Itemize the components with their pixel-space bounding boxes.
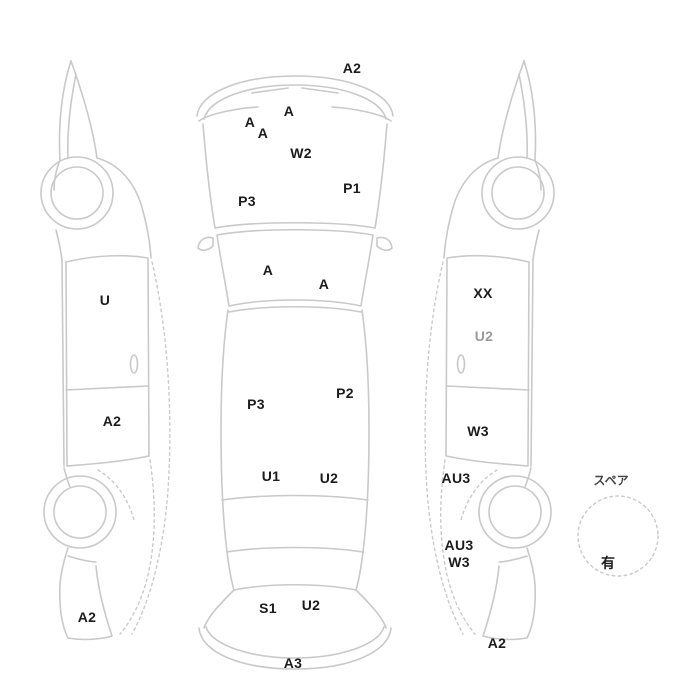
damage-code-label: U2	[319, 470, 339, 486]
damage-code-label: XX	[473, 285, 493, 301]
damage-code-label: AU3	[444, 537, 474, 553]
damage-code-label: A2	[77, 609, 97, 625]
damage-code-label: A2	[487, 635, 507, 651]
spare-tire-circle	[577, 495, 659, 577]
damage-code-label: S1	[259, 600, 277, 616]
damage-code-label: W3	[467, 423, 489, 439]
damage-code-label: A2	[102, 413, 122, 429]
damage-code-label: AU3	[441, 470, 471, 486]
damage-code-label: U2	[474, 328, 494, 344]
damage-code-label: W3	[448, 554, 470, 570]
damage-code-label: P2	[336, 385, 354, 401]
damage-code-label: U	[99, 292, 111, 308]
car-top-view-outline	[196, 75, 394, 670]
spare-value: 有	[601, 555, 615, 571]
damage-code-label: A	[262, 262, 274, 278]
damage-code-label: A	[244, 114, 256, 130]
damage-code-label: P1	[343, 180, 361, 196]
damage-code-label: W2	[290, 145, 312, 161]
damage-code-label: A	[257, 125, 269, 141]
damage-code-label: A2	[342, 60, 362, 76]
damage-code-label: P3	[238, 193, 256, 209]
damage-code-label: U1	[261, 468, 281, 484]
damage-code-label: A	[283, 103, 295, 119]
damage-code-label: U2	[301, 597, 321, 613]
damage-code-label: A	[318, 276, 330, 292]
spare-label: スペア	[593, 473, 629, 488]
damage-code-label: A3	[283, 655, 303, 671]
damage-code-label: P3	[247, 396, 265, 412]
